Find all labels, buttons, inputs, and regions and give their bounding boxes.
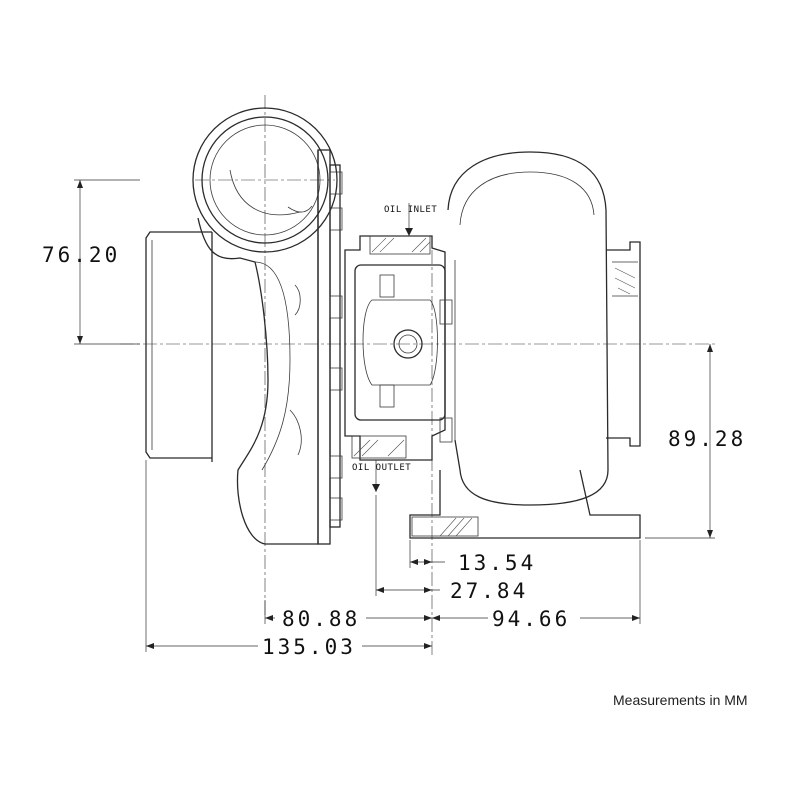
- dim-135-03: [145, 460, 432, 652]
- dim-89-28: [645, 344, 715, 539]
- compressor-bolts: [329, 171, 343, 521]
- oil-inlet-arrowhead: [405, 228, 413, 236]
- oil-inlet-label: OIL INLET: [384, 205, 437, 215]
- oil-outlet-flange: [351, 435, 407, 459]
- dim-13-54-label: 13.54: [458, 551, 536, 575]
- units-note: Measurements in MM: [613, 692, 748, 708]
- dim-89-28-label: 89.28: [668, 427, 746, 451]
- dim-27-84: [375, 495, 440, 596]
- compressor-housing: [145, 107, 343, 545]
- dim-80-88-label: 80.88: [282, 607, 360, 631]
- dim-76-20: [74, 179, 140, 345]
- dim-135-03-label: 135.03: [262, 635, 356, 659]
- dim-94-66-label: 94.66: [492, 607, 570, 631]
- dim-13-54: [409, 540, 445, 568]
- turbine-housing: [409, 151, 641, 539]
- center-housing: [344, 235, 446, 461]
- oil-outlet-arrowhead: [372, 484, 380, 492]
- dim-76-20-label: 76.20: [42, 243, 120, 267]
- dim-80-88-94-66: [264, 540, 641, 624]
- oil-inlet-flange: [369, 235, 431, 255]
- dim-27-84-label: 27.84: [450, 579, 528, 603]
- oil-outlet-label: OIL OUTLET: [352, 463, 411, 473]
